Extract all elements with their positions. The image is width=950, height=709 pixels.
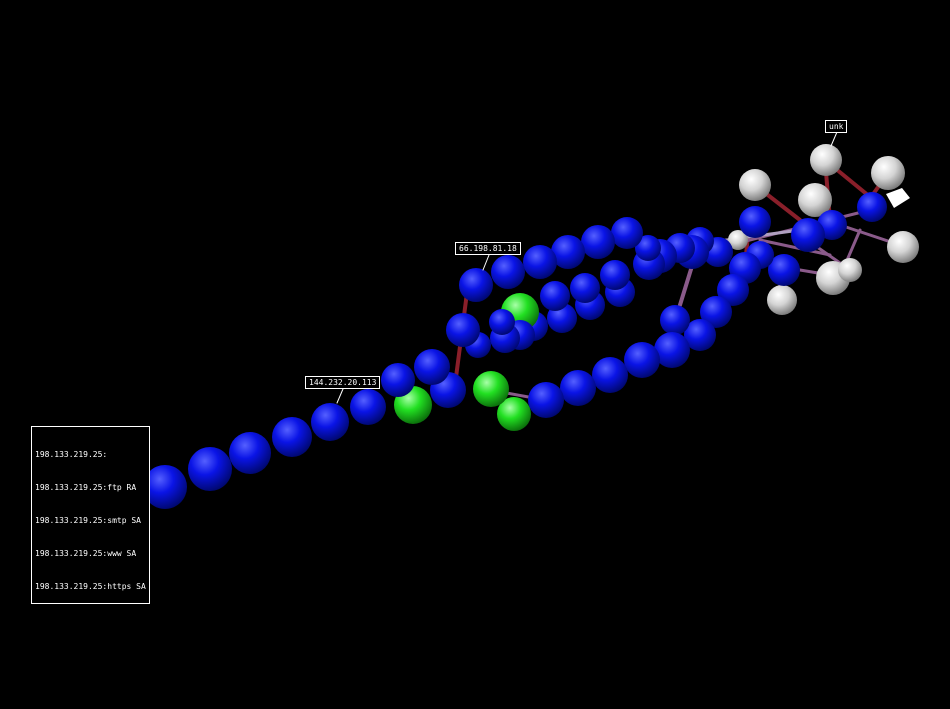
hop-node[interactable] [560,370,596,406]
hop-node[interactable] [381,363,415,397]
ip-label-mid[interactable]: 144.232.20.113 [305,376,381,389]
hop-node[interactable] [611,217,643,249]
hop-node[interactable] [350,389,386,425]
unknown-node[interactable] [871,156,905,190]
hop-node[interactable] [528,382,564,418]
ip-label-upper-leader [482,254,490,271]
host-label[interactable]: 198.133.219.25: 198.133.219.25:ftp RA 19… [31,426,150,604]
unknown-node[interactable] [739,169,771,201]
hop-node[interactable] [188,447,232,491]
hop-node[interactable] [143,465,187,509]
hop-node[interactable] [600,260,630,290]
hop-node[interactable] [570,273,600,303]
hop-node[interactable] [768,254,800,286]
hop-node[interactable] [229,432,271,474]
hop-node[interactable] [684,319,716,351]
endpoint-node[interactable] [473,371,509,407]
hop-node[interactable] [717,274,749,306]
host-label-line: 198.133.219.25:ftp RA [35,483,137,492]
unknown-label-leader [830,131,838,147]
node-layer [51,144,919,546]
hop-node[interactable] [624,342,660,378]
hop-node[interactable] [311,403,349,441]
unknown-node[interactable] [767,285,797,315]
hop-node[interactable] [654,332,690,368]
host-label-line: 198.133.219.25: [35,450,108,459]
hop-node[interactable] [660,305,690,335]
hop-node[interactable] [635,235,661,261]
endpoint-node[interactable] [497,397,531,431]
host-label-line: 198.133.219.25:www SA [35,549,137,558]
host-label-line: 198.133.219.25:smtp SA [35,516,141,525]
unknown-label[interactable]: unk [825,120,848,133]
hop-node[interactable] [551,235,585,269]
unknown-node[interactable] [838,258,862,282]
hop-node[interactable] [414,349,450,385]
hop-node[interactable] [791,218,825,252]
hop-node[interactable] [700,296,732,328]
ip-label-mid-leader [336,388,344,404]
unknown-node[interactable] [887,231,919,263]
ip-label-upper[interactable]: 66.198.81.18 [455,242,521,255]
unknown-node[interactable] [810,144,842,176]
hop-node[interactable] [581,225,615,259]
hop-node[interactable] [739,206,771,238]
hop-node[interactable] [523,245,557,279]
hop-node[interactable] [857,192,887,222]
hop-node[interactable] [446,313,480,347]
hop-node[interactable] [491,255,525,289]
hop-node[interactable] [272,417,312,457]
hop-node[interactable] [459,268,493,302]
host-label-line: 198.133.219.25:https SA [35,582,146,591]
cube-marker [886,188,910,208]
hop-node[interactable] [489,309,515,335]
unknown-node[interactable] [728,230,748,250]
route-link [758,238,832,257]
hop-node[interactable] [592,357,628,393]
hop-node[interactable] [540,281,570,311]
unknown-node[interactable] [798,183,832,217]
